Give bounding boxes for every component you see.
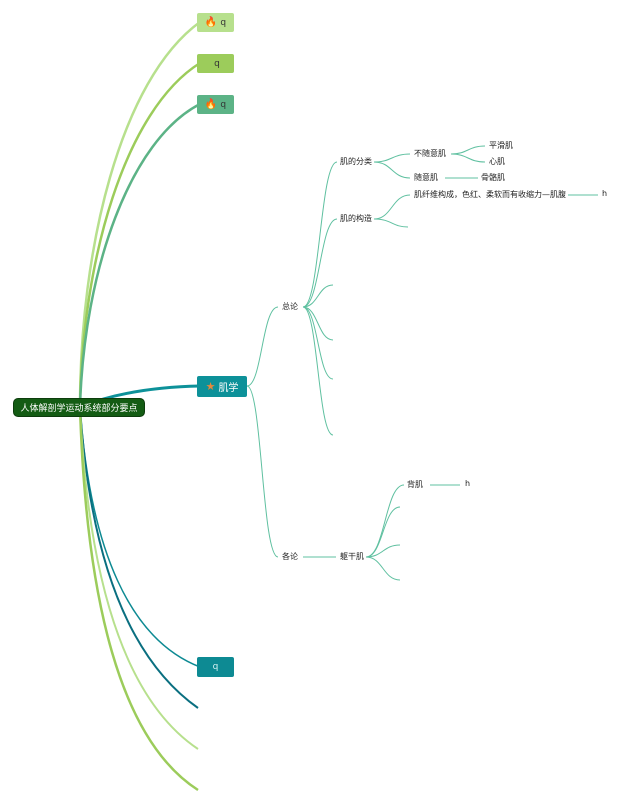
topic-structure[interactable]: 肌的构造 <box>340 214 372 223</box>
connector-structure-2 <box>373 218 409 228</box>
connector-back <box>365 484 405 558</box>
connector-smooth <box>450 145 486 155</box>
topic-back-muscle[interactable]: 背肌 <box>407 480 423 489</box>
connector-involuntary <box>373 153 411 163</box>
topic-trunk-muscle[interactable]: 躯干肌 <box>340 552 364 561</box>
connector-general-3 <box>302 284 334 308</box>
connector-cardiac <box>450 153 486 163</box>
side-tag-4[interactable]: q <box>197 657 234 677</box>
connector-tag-3 <box>78 102 201 408</box>
connector-tag-1 <box>78 20 201 408</box>
side-tag-2[interactable]: q <box>197 54 234 73</box>
connector-structure <box>302 218 338 308</box>
topic-classification[interactable]: 肌的分类 <box>340 157 372 166</box>
muscle-branch-label: 肌学 <box>218 383 239 394</box>
topic-specific[interactable]: 各论 <box>282 552 298 561</box>
connector-general <box>246 306 279 387</box>
connector-general-5 <box>302 306 334 380</box>
topic-back-leaf[interactable]: h <box>465 479 471 488</box>
connector-lower-3 <box>78 406 199 792</box>
connector-classification <box>302 161 338 308</box>
side-tag-label: q <box>220 17 227 28</box>
connector-lower-2 <box>79 406 199 750</box>
connector-structure-detail <box>373 194 411 220</box>
topic-involuntary[interactable]: 不随意肌 <box>414 149 446 158</box>
topic-structure-leaf[interactable]: h <box>602 189 608 198</box>
topic-structure-detail[interactable]: 肌纤维构成，色红、柔软而有收缩力—肌腹 <box>414 190 566 199</box>
fire-icon: 🔥 <box>204 16 218 28</box>
connector-general-6 <box>302 306 334 436</box>
topic-general[interactable]: 总论 <box>282 302 298 311</box>
topic-smooth-muscle[interactable]: 平滑肌 <box>489 141 513 150</box>
topic-voluntary[interactable]: 随意肌 <box>414 173 438 182</box>
connector-trunk-4 <box>365 556 401 581</box>
connector-trunk-3 <box>365 544 401 558</box>
topic-skeletal-muscle[interactable]: 骨骼肌 <box>481 173 505 182</box>
fire-icon: 🔥 <box>204 98 218 110</box>
muscle-branch-node[interactable]: ★ 肌学 <box>197 376 247 397</box>
side-tag-3[interactable]: 🔥 q <box>197 95 234 114</box>
star-icon: ★ <box>205 380 216 393</box>
connector-voluntary <box>373 161 411 179</box>
side-tag-label: q <box>212 662 219 672</box>
connector-trunk-2 <box>365 506 401 558</box>
root-topic[interactable]: 人体解剖学运动系统部分要点 <box>13 398 145 417</box>
topic-cardiac-muscle[interactable]: 心肌 <box>489 157 505 166</box>
side-tag-label: q <box>214 58 220 69</box>
connector-specific <box>246 385 279 558</box>
connector-lower-1 <box>79 406 199 709</box>
side-tag-label: q <box>220 99 227 110</box>
side-tag-1[interactable]: 🔥 q <box>197 13 234 32</box>
